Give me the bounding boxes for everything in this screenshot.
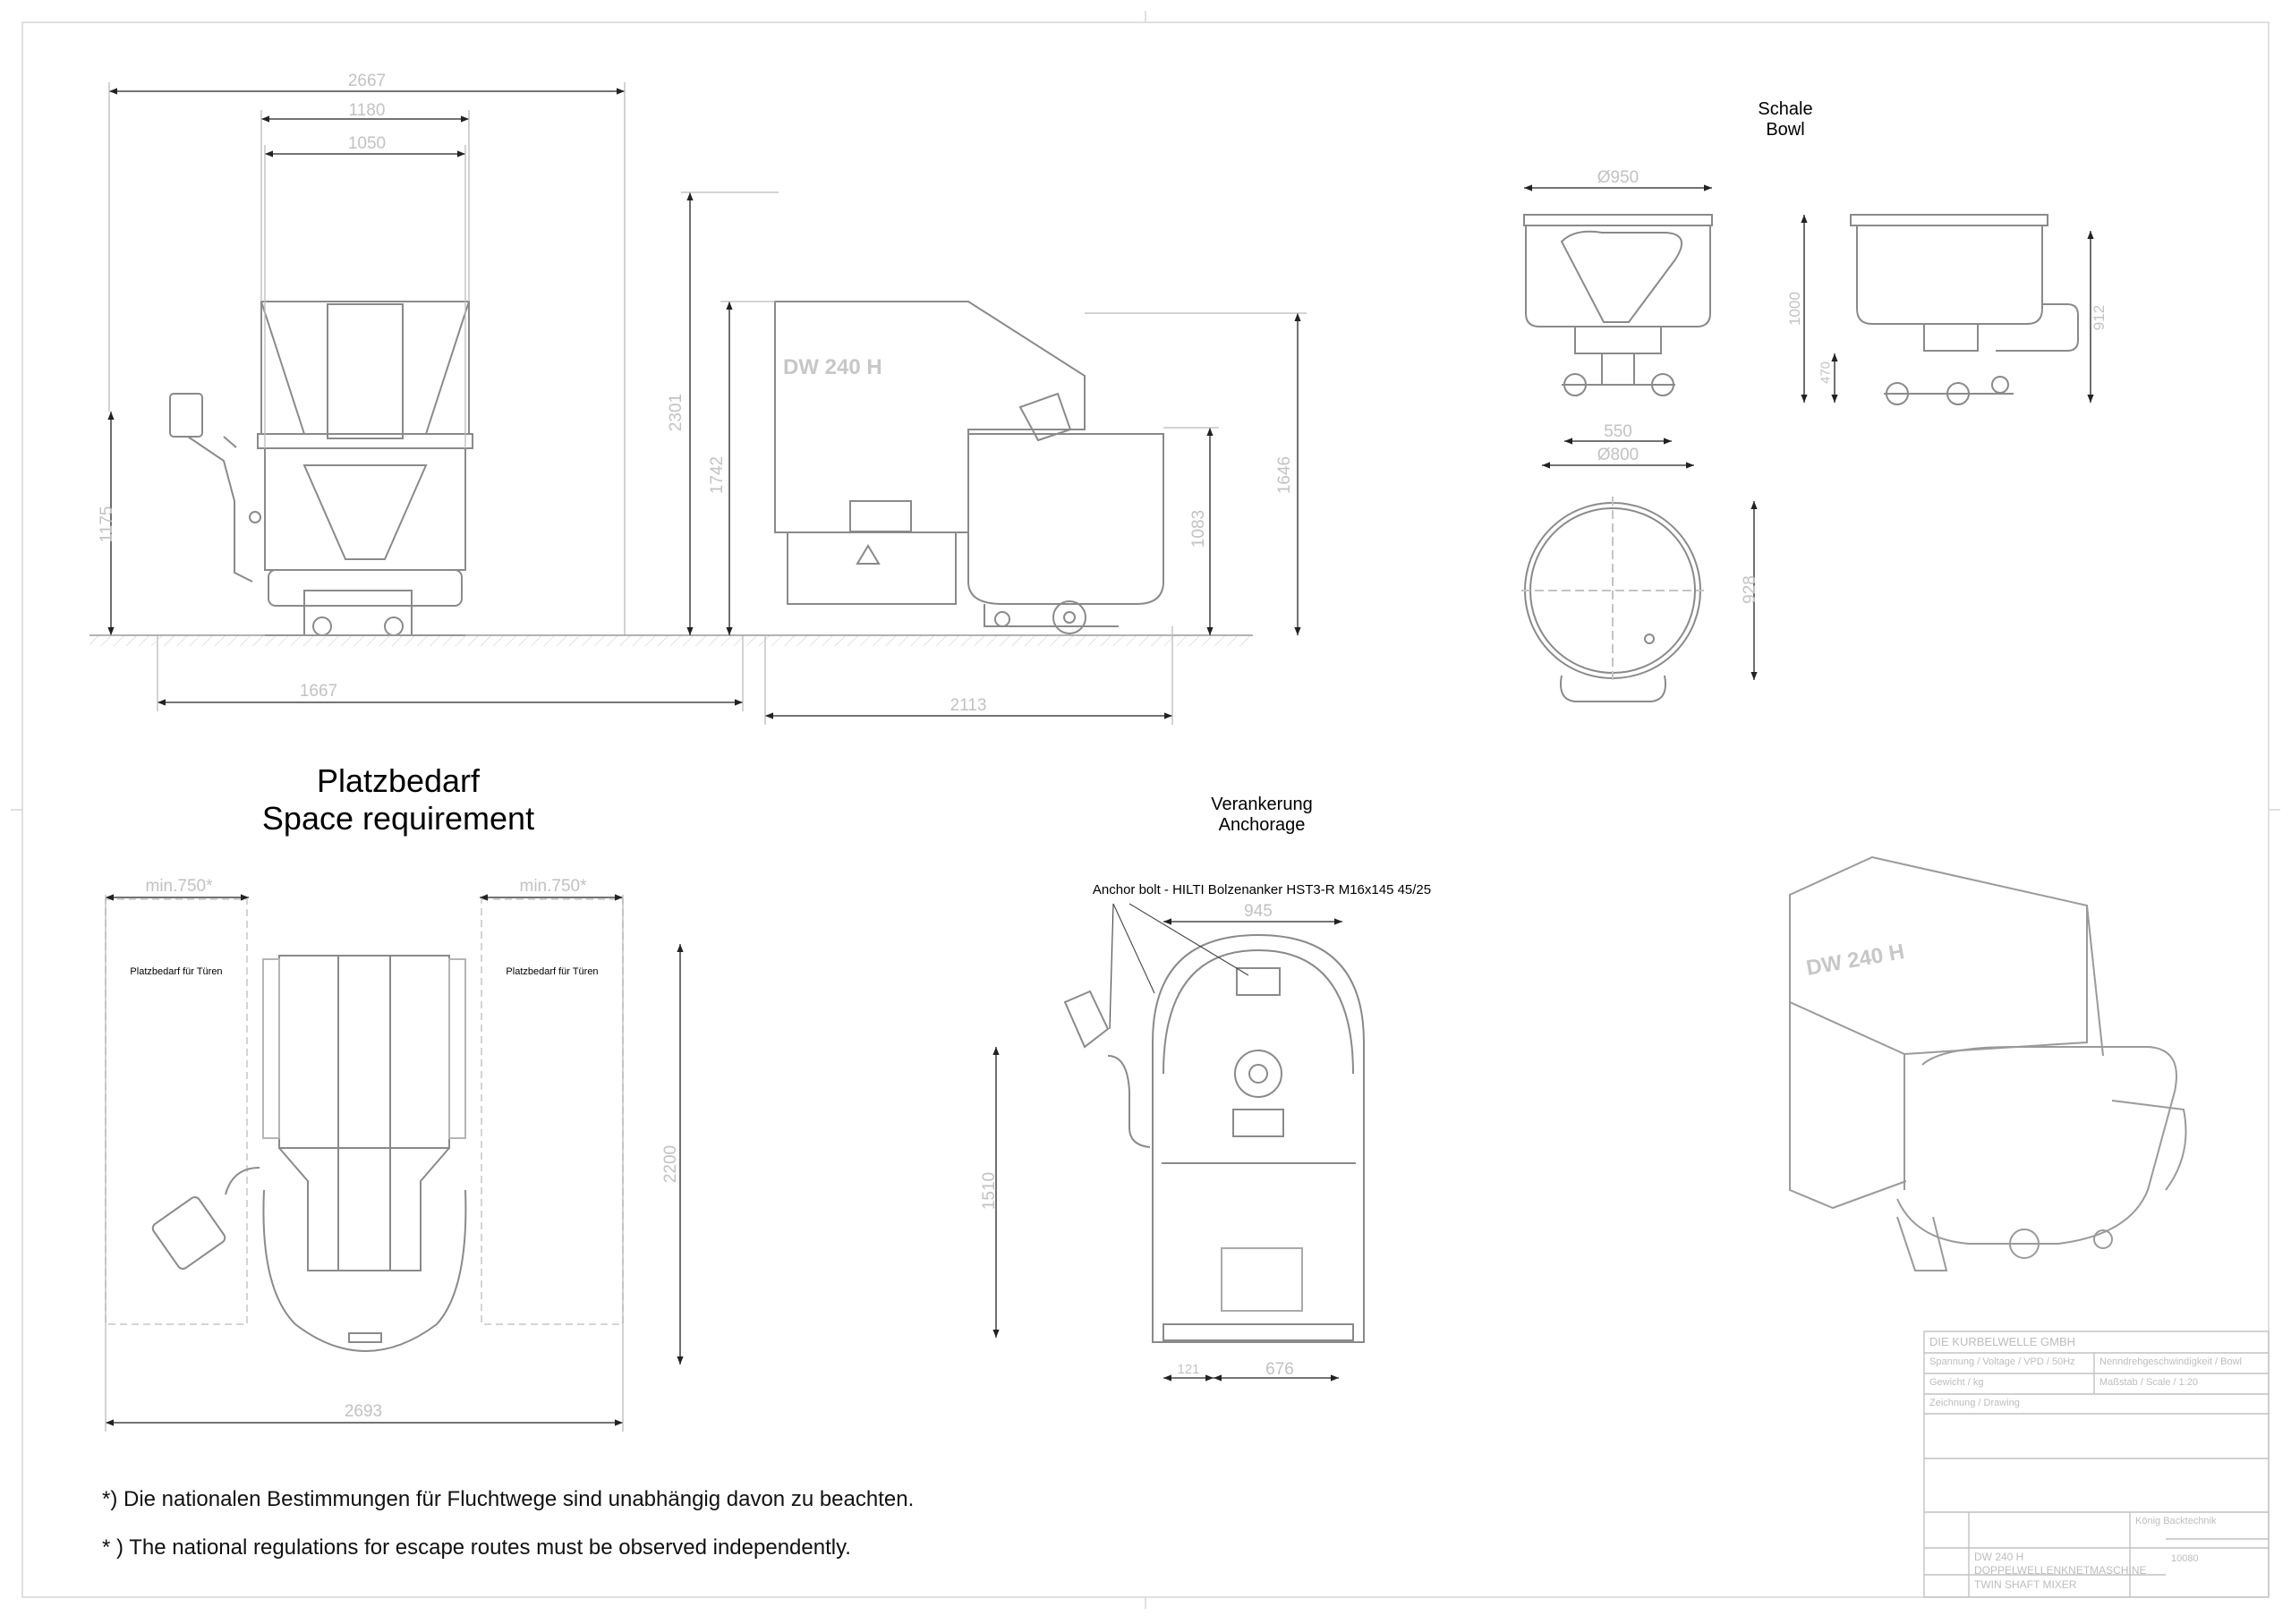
isometric-view: [1789, 855, 2187, 1271]
bowl-heading-en: Bowl: [1766, 120, 1805, 140]
bowl-front-dimensions: [1524, 184, 1712, 469]
dim-front-width-inner: 1050: [347, 134, 387, 153]
tb-row2-left: Gewicht / kg: [1929, 1377, 1984, 1388]
title-block-frame: [1923, 1331, 2270, 1598]
space-heading-de: Platzbedarf: [316, 762, 481, 799]
iso-badge: DW 240 H: [1804, 940, 1906, 981]
dim-side-height-total: 2301: [667, 393, 686, 432]
front-hopper: [260, 301, 470, 435]
space-plan-dimensions: [105, 894, 684, 1432]
dim-bowl-wheel-h: 470: [1818, 361, 1834, 385]
dim-bowl-plan-dia: 928: [1741, 575, 1759, 604]
dim-side-height-body: 1742: [708, 455, 727, 495]
dim-bowl-dia-top: Ø950: [1597, 168, 1639, 187]
tb-product-line2: DOPPELWELLENKNETMASCHINE: [1974, 1564, 2147, 1577]
side-base-box: [787, 531, 957, 605]
dim-front-width-total: 2667: [347, 72, 387, 90]
front-control-panel: [169, 393, 203, 438]
dim-anchor-bottom-b: 676: [1265, 1360, 1294, 1379]
side-view: [774, 301, 1164, 634]
side-hopper: [774, 301, 1086, 533]
tb-company: DIE KURBELWELLE GMBH: [1929, 1335, 2076, 1348]
tb-row2-right: Maßstab / Scale / 1:20: [2099, 1377, 2199, 1388]
plan-hopper: [278, 955, 450, 1149]
space-heading-en: Space requirement: [261, 800, 535, 837]
anchor-heading-en: Anchorage: [1218, 815, 1306, 835]
dim-bowl-wheel-track: 550: [1604, 422, 1632, 441]
dim-front-height-panel: 1175: [98, 506, 116, 543]
dim-bowl-height-b: 912: [2091, 304, 2108, 331]
bowl-front-view: [1523, 214, 1713, 396]
bowl-side-view: [1850, 214, 2079, 405]
dim-side-height-bowl: 1083: [1189, 509, 1208, 548]
dim-plan-length: 2200: [661, 1144, 680, 1184]
door-space-left-label: Platzbedarf für Türen: [130, 966, 223, 977]
tb-row1-right: Nenndrehgeschwindigkeit / Bowl: [2099, 1356, 2242, 1367]
dim-front-base: 1667: [299, 682, 338, 701]
tb-product-line1: DW 240 H: [1974, 1551, 2024, 1563]
door-space-right-label: Platzbedarf für Türen: [506, 966, 599, 977]
anchorage-dimensions: [992, 918, 1342, 1382]
dim-side-depth: 2113: [950, 696, 987, 715]
front-dimensions: [107, 82, 744, 711]
tb-drawing-no: 10080: [2171, 1553, 2199, 1564]
anchorage-leaders: [1109, 903, 1249, 1030]
bowl-plan-view: [1521, 497, 1704, 702]
sheet-frame: [11, 11, 2280, 1609]
tb-approver: König Backtechnik: [2135, 1516, 2217, 1526]
dim-plan-width: 2693: [344, 1402, 383, 1421]
footnote-de: *) Die nationalen Bestimmungen für Fluch…: [102, 1487, 915, 1511]
side-dimensions: [681, 191, 1307, 725]
dim-bowl-base-w: Ø800: [1597, 446, 1639, 464]
dim-bowl-height-a: 1000: [1786, 292, 1803, 326]
side-bowl: [967, 433, 1164, 605]
anchor-heading-de: Verankerung: [1211, 795, 1313, 814]
front-view: [169, 301, 473, 636]
tb-row1-left: Spannung / Voltage / VPD / 50Hz: [1929, 1356, 2075, 1367]
side-badge: DW 240 H: [783, 355, 882, 379]
dim-anchor-bottom-a: 121: [1177, 1362, 1200, 1377]
bowl-heading-de: Schale: [1758, 99, 1813, 119]
dim-anchor-top: 945: [1244, 902, 1273, 921]
footnote-en: * ) The national regulations for escape …: [102, 1535, 851, 1560]
bowl-side-dimensions: [1801, 215, 2094, 403]
dim-front-width-mid: 1180: [348, 101, 386, 120]
front-lid: [257, 433, 473, 449]
dim-door-right: min.750*: [519, 877, 587, 896]
floor-line: [89, 634, 1253, 646]
tb-product-line3: TWIN SHAFT MIXER: [1974, 1578, 2077, 1591]
anchorage-view: [1063, 933, 1365, 1343]
dim-anchor-side: 1510: [980, 1171, 999, 1211]
tb-row3: Zeichnung / Drawing: [1929, 1398, 2020, 1408]
front-body: [264, 447, 466, 571]
dim-door-left: min.750*: [145, 877, 213, 896]
dim-side-height-right: 1646: [1275, 455, 1294, 495]
anchor-bolt-label: Anchor bolt - HILTI Bolzenanker HST3-R M…: [1092, 882, 1432, 897]
